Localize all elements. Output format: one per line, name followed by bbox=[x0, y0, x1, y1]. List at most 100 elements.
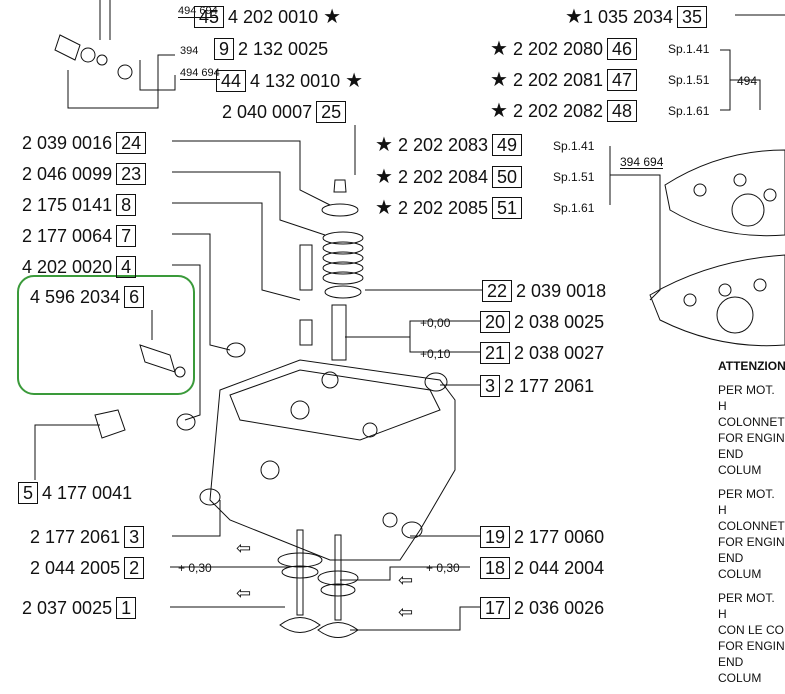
ref-box[interactable]: 24 bbox=[116, 132, 147, 154]
qty-label: 394 694 bbox=[620, 155, 664, 169]
ref-box[interactable]: 21 bbox=[480, 342, 511, 364]
part-code: 2 202 2083 bbox=[397, 135, 489, 155]
part-code: 2 177 0064 bbox=[22, 226, 113, 246]
ref-box[interactable]: 1 bbox=[116, 597, 137, 619]
tolerance-label: +0,10 bbox=[420, 347, 451, 361]
note-line: END COLUM bbox=[718, 551, 762, 581]
notes-block: PER MOT. H COLONNET FOR ENGIN END COLUM bbox=[718, 382, 785, 478]
ref-box[interactable]: 5 bbox=[18, 482, 39, 504]
ref-box[interactable]: 8 bbox=[116, 194, 137, 216]
part-code: 4 177 0041 bbox=[42, 483, 133, 503]
ref-box[interactable]: 46 bbox=[607, 38, 638, 60]
ref-box[interactable]: 35 bbox=[677, 6, 708, 28]
ref-box[interactable]: 50 bbox=[492, 166, 523, 188]
part-code: 2 039 0018 bbox=[516, 281, 607, 301]
notes-title: ATTENZION bbox=[718, 359, 785, 373]
sp-label: Sp.1.41 bbox=[553, 139, 595, 153]
part-code: 2 202 2081 bbox=[512, 70, 604, 90]
ref-box[interactable]: 18 bbox=[480, 557, 511, 579]
ref-box[interactable]: 25 bbox=[316, 101, 347, 123]
note-line: CON LE CO bbox=[718, 623, 785, 637]
star-icon: ★ bbox=[323, 6, 342, 28]
part-code: 2 040 0007 bbox=[222, 102, 313, 122]
part-code: 2 202 2085 bbox=[397, 198, 489, 218]
ref-box[interactable]: 3 bbox=[124, 526, 145, 548]
exhaust-arrow-icon: ⇦ bbox=[398, 602, 414, 622]
part-code: 4 596 2034 bbox=[30, 287, 121, 307]
note-line: FOR ENGIN bbox=[718, 639, 785, 653]
ref-box[interactable]: 3 bbox=[480, 375, 501, 397]
ref-box[interactable]: 4 bbox=[116, 256, 137, 278]
part-code: 2 044 2005 bbox=[30, 558, 121, 578]
note-line: END COLUM bbox=[718, 655, 762, 685]
part-code: 2 036 0026 bbox=[514, 598, 605, 618]
ref-box[interactable]: 6 bbox=[124, 286, 145, 308]
ref-box[interactable]: 48 bbox=[607, 100, 638, 122]
ref-box[interactable]: 20 bbox=[480, 311, 511, 333]
tolerance-label: +0,00 bbox=[420, 316, 451, 330]
part-code: 2 038 0027 bbox=[514, 343, 605, 363]
part-code: 2 037 0025 bbox=[22, 598, 113, 618]
part-code: 2 132 0025 bbox=[238, 39, 329, 59]
ref-box[interactable]: 44 bbox=[216, 70, 247, 92]
ref-box[interactable]: 17 bbox=[480, 597, 511, 619]
star-icon: ★ bbox=[345, 70, 364, 92]
highlight-frame bbox=[17, 275, 195, 395]
star-icon: ★ bbox=[565, 6, 583, 28]
qty-label: 494 694 bbox=[180, 67, 220, 80]
intake-arrow-icon: ⇦ bbox=[236, 583, 252, 603]
ref-box[interactable]: 2 bbox=[124, 557, 145, 579]
notes-block: PER MOT. H CON LE CO FOR ENGIN END COLUM bbox=[718, 590, 785, 686]
note-line: FOR ENGIN bbox=[718, 431, 785, 445]
intake-arrow-icon: ⇦ bbox=[236, 538, 252, 558]
star-icon: ★ bbox=[375, 166, 393, 188]
ref-box[interactable]: 19 bbox=[480, 526, 511, 548]
note-line: END COLUM bbox=[718, 447, 762, 477]
star-icon: ★ bbox=[490, 38, 508, 60]
star-icon: ★ bbox=[375, 134, 393, 156]
star-icon: ★ bbox=[490, 100, 508, 122]
note-line: COLONNET bbox=[718, 519, 785, 533]
qty-label: 394 bbox=[180, 45, 199, 57]
ref-box[interactable]: 9 bbox=[214, 38, 235, 60]
qty-label: 494 694 bbox=[178, 5, 218, 18]
part-code: 4 132 0010 bbox=[250, 71, 341, 91]
sp-label: Sp.1.41 bbox=[668, 42, 710, 56]
star-icon: ★ bbox=[375, 197, 393, 219]
ref-box[interactable]: 23 bbox=[116, 163, 147, 185]
note-line: PER MOT. H bbox=[718, 591, 775, 621]
ref-box[interactable]: 47 bbox=[607, 69, 638, 91]
part-code: 1 035 2034 bbox=[582, 7, 674, 27]
part-code: 2 202 2084 bbox=[397, 167, 489, 187]
part-code: 2 039 0016 bbox=[22, 133, 113, 153]
ref-box[interactable]: 45 bbox=[194, 6, 225, 28]
ref-box[interactable]: 7 bbox=[116, 225, 137, 247]
ref-box[interactable]: 22 bbox=[482, 280, 513, 302]
ref-box[interactable]: 49 bbox=[492, 134, 523, 156]
sp-label: Sp.1.51 bbox=[553, 170, 595, 184]
ref-box[interactable]: 51 bbox=[492, 197, 523, 219]
exploded-diagram bbox=[17, 0, 785, 638]
qty-label: 494 bbox=[737, 74, 758, 88]
tolerance-label: + 0,30 bbox=[426, 561, 460, 575]
star-icon: ★ bbox=[490, 69, 508, 91]
